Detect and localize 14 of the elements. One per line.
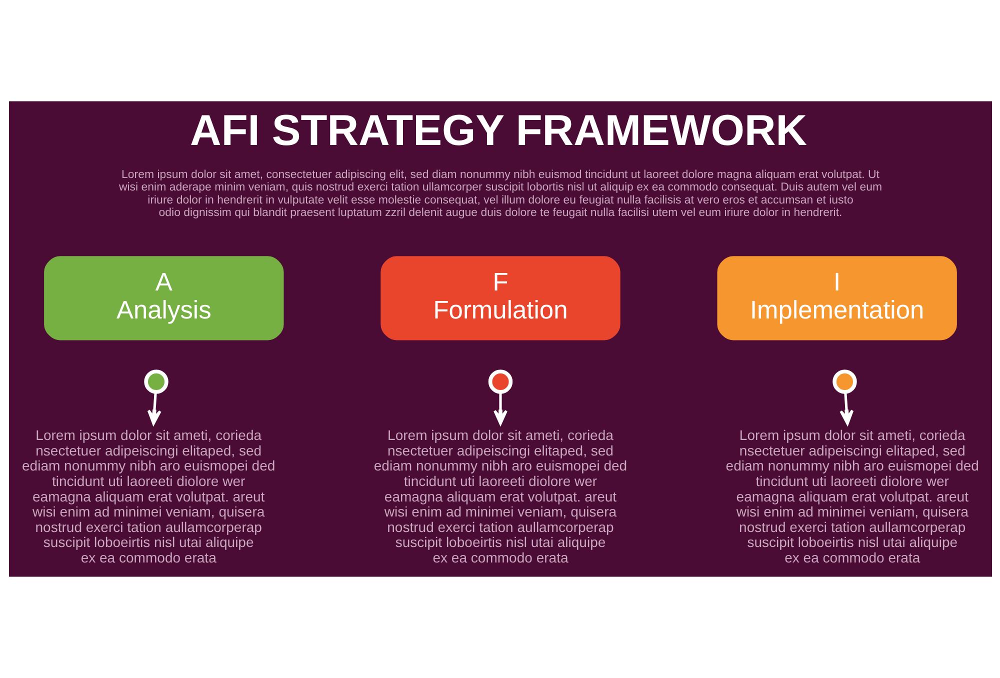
node-text: Lorem ipsum dolor sit ameti, corieda nsectetuer adipeiscingi elitaped, sed ediam nonummy nibh aro euismopei ded tincidunt uti laoreeti diolore wer eamagna aliquam erat volutpat. areut wisi enim ad minimei veniam, quisera nostrud exerci tation aullamcorperap suscipit loboeirtis nisl utai aliquipe ex ea commodo erata [373, 427, 627, 566]
label: Lorem ipsum dolor sit amet, consectetuer adipiscing elit, sed diam nonummy nibh euismod tincidunt ut laoreet dolore magna aliquam erat volutpat. Ut wisi enim aderape minim veniam, quis nostrud exerci tation ullamcorper suscipit lobortis nisl ut aliquip ex ea commodo consequat. Duis autem vel eum iriure dolor in hendrerit in vulputate velit esse molestie consequat, vel illum dolore eu feugiat nulla facilisis at vero eros et accumsan et iusto odio dignissim qui blandit praesent luptatum zzril delenit augue duis dolore te feugait nulla facilisi utem vel eum iriure dolor in hendrerit. [118, 168, 882, 220]
diagram-title: AFI STRATEGY FRAMEWORK [190, 106, 807, 155]
node-box: F Formulation [380, 256, 620, 340]
node-circle [488, 370, 512, 394]
node-box: I Implementation [716, 256, 956, 340]
node-text: Lorem ipsum dolor sit ameti, corieda nsectetuer adipeiscingi elitaped, sed ediam nonummy nibh aro euismopei ded tincidunt uti laoreeti diolore wer eamagna aliquam erat volutpat. areut wisi enim ad minimei veniam, quisera nostrud exerci tation aullamcorperap suscipit loboeirtis nisl utai aliquipe ex ea commodo erata [22, 427, 275, 566]
arrow [493, 392, 507, 425]
node-circle [832, 370, 856, 394]
node-text: Lorem ipsum dolor sit ameti, corieda nsectetuer adipeiscingi elitaped, sed ediam nonummy nibh aro euismopei ded tincidunt uti laoreeti diolore wer eamagna aliquam erat volutpat. areut wisi enim ad minimei veniam, quisera nostrud exerci tation aullamcorperap suscipit loboeirtis nisl utai aliquipe ex ea commodo erata [725, 427, 978, 566]
arrow [146, 392, 161, 425]
node-circle [144, 370, 168, 394]
node-box: A Analysis [44, 256, 284, 340]
arrow [839, 392, 854, 425]
